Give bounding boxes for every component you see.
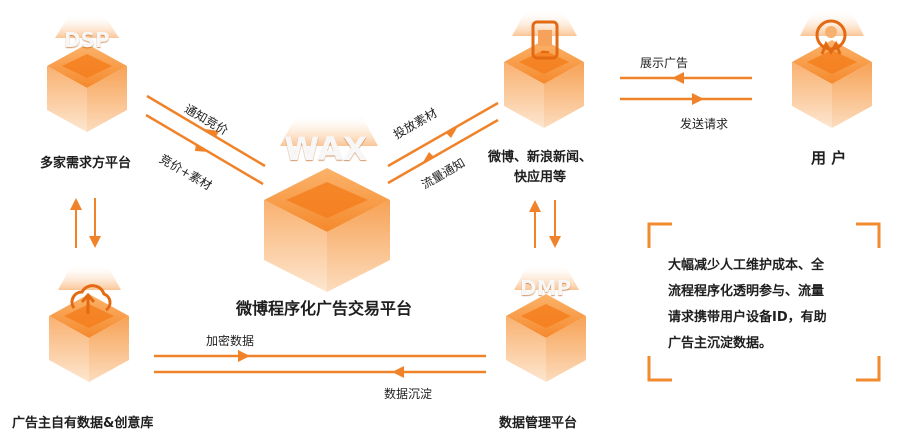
- advertiser-label: 广告主自有数据&创意库: [12, 416, 154, 431]
- dsp-logo: DSP: [64, 28, 110, 52]
- arrow-dmp-to-media: [529, 200, 541, 248]
- arrow-deliver-material: [387, 101, 499, 168]
- arrow-bid-material: [145, 113, 264, 186]
- dmp-cube: [506, 266, 586, 382]
- dsp-cube: [47, 16, 127, 132]
- user-avatar-icon: [815, 19, 847, 55]
- edge-label-show-ad: 展示广告: [640, 56, 689, 70]
- arrow-show-ad: [620, 72, 752, 84]
- dsp-label: 多家需求方平台: [40, 156, 132, 171]
- wax-logo: WAX: [284, 130, 368, 168]
- note-line-2: 流程程序化透明参与、流量: [668, 284, 825, 299]
- dmp-logo: DMP: [520, 276, 572, 300]
- media-label-line2: 快应用等: [514, 170, 567, 185]
- advertiser-cube: [49, 266, 129, 382]
- phone-icon: [531, 20, 559, 60]
- cloud-upload-icon: [70, 284, 112, 314]
- arrow-notify-bid: [146, 94, 266, 168]
- arrow-media-to-dmp: [549, 200, 561, 248]
- arrow-traffic-notify: [387, 118, 499, 185]
- edge-label-data-settle: 数据沉淀: [384, 387, 433, 401]
- note-line-4: 广告主沉淀数据。: [668, 336, 773, 351]
- user-cube: [792, 12, 872, 128]
- edge-label-encrypt-data: 加密数据: [206, 334, 255, 348]
- wax-label: 微博程序化广告交易平台: [236, 299, 413, 318]
- wax-cube: [264, 116, 390, 292]
- user-label: 用 户: [811, 149, 847, 167]
- arrow-encrypt-data: [154, 350, 486, 362]
- note-frame: [647, 222, 881, 382]
- arrow-send-request: [620, 93, 752, 105]
- media-cube: [504, 12, 584, 128]
- dmp-label: 数据管理平台: [499, 416, 578, 431]
- note-line-1: 大幅减少人工维护成本、全: [668, 258, 825, 273]
- note-text: 大幅减少人工维护成本、全 流程程序化透明参与、流量 请求携带用户设备ID，有助 …: [668, 253, 827, 357]
- edge-label-send-request: 发送请求: [680, 117, 729, 131]
- arrow-advertiser-to-dsp: [70, 198, 82, 248]
- arrow-dsp-to-advertiser: [89, 198, 101, 248]
- note-line-3: 请求携带用户设备ID，有助: [668, 310, 827, 325]
- arrow-data-settle: [154, 366, 486, 378]
- media-label-line1: 微博、新浪新闻、: [488, 150, 593, 165]
